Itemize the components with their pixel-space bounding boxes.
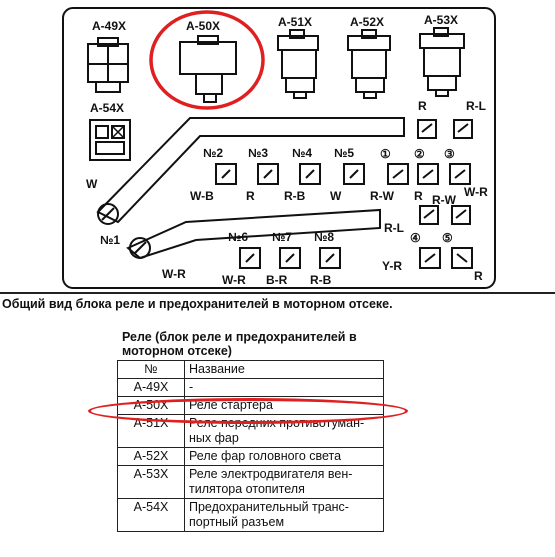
- fuse-3: №3 R: [246, 146, 279, 203]
- relay-circ-1: ① R-W: [370, 147, 409, 203]
- relay-table: № Название A-49X - A-50X Реле стартера A…: [117, 360, 384, 532]
- row-code: A-53X: [117, 465, 185, 499]
- row-code: A-54X: [117, 498, 185, 532]
- relay-box-diagram: A-49X A-50X A-51X A-52X A-53X: [62, 7, 496, 289]
- table-row: A-53X Реле электродвигателя вен-тилятора…: [117, 465, 384, 499]
- fuse-1-label: №1: [100, 233, 120, 247]
- svg-text:①: ①: [380, 147, 391, 161]
- relay-circ-3: ③ R-W W-R: [432, 147, 488, 207]
- fuse-6: №6 W-R: [222, 230, 261, 287]
- relay-a53-label: A-53X: [424, 13, 458, 27]
- fuse-1-left-wire: W: [86, 177, 98, 191]
- fuse-5: №5 W: [330, 146, 365, 203]
- divider-line: [0, 292, 555, 294]
- relay-a49-label: A-49X: [92, 19, 126, 33]
- relay-box-outline: [62, 7, 496, 289]
- row-name: Предохранительный транс-портный разъем: [184, 498, 384, 532]
- relay-circ-4: ④ Y-R: [382, 231, 441, 273]
- column-header-number: №: [117, 360, 185, 379]
- svg-text:№7: №7: [272, 230, 292, 244]
- svg-text:R: R: [414, 189, 423, 203]
- relay-top-rl: R-L: [453, 99, 486, 139]
- svg-text:R: R: [246, 189, 255, 203]
- fuse-2: №2 W-B: [190, 146, 237, 203]
- svg-text:R-L: R-L: [466, 99, 486, 113]
- svg-text:№4: №4: [292, 146, 312, 160]
- fuse-1: W №1 W-R: [86, 177, 186, 281]
- fuse-4: №4 R-B: [284, 146, 321, 203]
- fuse-8: №8 R-B: [310, 230, 341, 287]
- fuse-7: №7 B-R: [266, 230, 301, 287]
- row-name: Реле фар головного света: [184, 447, 384, 466]
- svg-text:W-R: W-R: [464, 185, 488, 199]
- table-title: Реле (блок реле и предохранителей в мото…: [122, 330, 357, 358]
- svg-text:№8: №8: [314, 230, 334, 244]
- fuse-1-right-wire: W-R: [162, 267, 186, 281]
- table-row: A-49X -: [117, 378, 384, 397]
- svg-text:③: ③: [444, 147, 455, 161]
- relay-a53: A-53X: [419, 13, 465, 97]
- table-header-row: № Название: [117, 360, 384, 379]
- relay-mid-rl: R-L: [384, 205, 471, 235]
- highlight-circle: [149, 10, 265, 110]
- relay-a52: A-52X: [347, 15, 391, 99]
- svg-text:W-B: W-B: [190, 189, 214, 203]
- relay-a49: A-49X: [87, 19, 129, 93]
- svg-text:R: R: [418, 99, 427, 113]
- svg-text:R-W: R-W: [432, 193, 457, 207]
- svg-text:B-R: B-R: [266, 273, 288, 287]
- svg-text:№5: №5: [334, 146, 354, 160]
- relay-a54-label: A-54X: [90, 101, 124, 115]
- table-highlight-ellipse: [88, 398, 408, 424]
- fuse-channel-upper: [96, 117, 405, 224]
- svg-text:W: W: [330, 189, 342, 203]
- table-row: A-52X Реле фар головного света: [117, 447, 384, 466]
- relay-a54: A-54X: [89, 101, 131, 161]
- relay-a51: A-51X: [277, 15, 319, 99]
- table-row: A-54X Предохранительный транс-портный ра…: [117, 498, 384, 532]
- relay-a50-label: A-50X: [186, 19, 220, 33]
- svg-text:R-B: R-B: [310, 273, 332, 287]
- svg-text:W-R: W-R: [222, 273, 246, 287]
- svg-text:R: R: [474, 269, 483, 283]
- relay-circ-2: ② R: [414, 147, 439, 203]
- svg-text:№2: №2: [203, 146, 223, 160]
- diagram-caption: Общий вид блока реле и предохранителей в…: [2, 297, 393, 311]
- row-name: -: [184, 378, 384, 397]
- relay-a51-label: A-51X: [278, 15, 312, 29]
- svg-text:Y-R: Y-R: [382, 259, 402, 273]
- relay-a52-label: A-52X: [350, 15, 384, 29]
- svg-text:②: ②: [414, 147, 425, 161]
- svg-text:⑤: ⑤: [442, 231, 453, 245]
- svg-text:R-B: R-B: [284, 189, 306, 203]
- svg-text:№3: №3: [248, 146, 268, 160]
- svg-text:④: ④: [410, 231, 421, 245]
- svg-text:R-W: R-W: [370, 189, 395, 203]
- svg-text:R-L: R-L: [384, 221, 404, 235]
- row-code: A-49X: [117, 378, 185, 397]
- relay-circ-5: ⑤ R: [442, 231, 483, 283]
- svg-text:№6: №6: [228, 230, 248, 244]
- fuse-channel-lower: [126, 208, 381, 260]
- row-code: A-52X: [117, 447, 185, 466]
- relay-top-r: R: [417, 99, 437, 139]
- relay-a50: A-50X: [149, 10, 265, 110]
- row-name: Реле электродвигателя вен-тилятора отопи…: [184, 465, 384, 499]
- column-header-name: Название: [184, 360, 384, 379]
